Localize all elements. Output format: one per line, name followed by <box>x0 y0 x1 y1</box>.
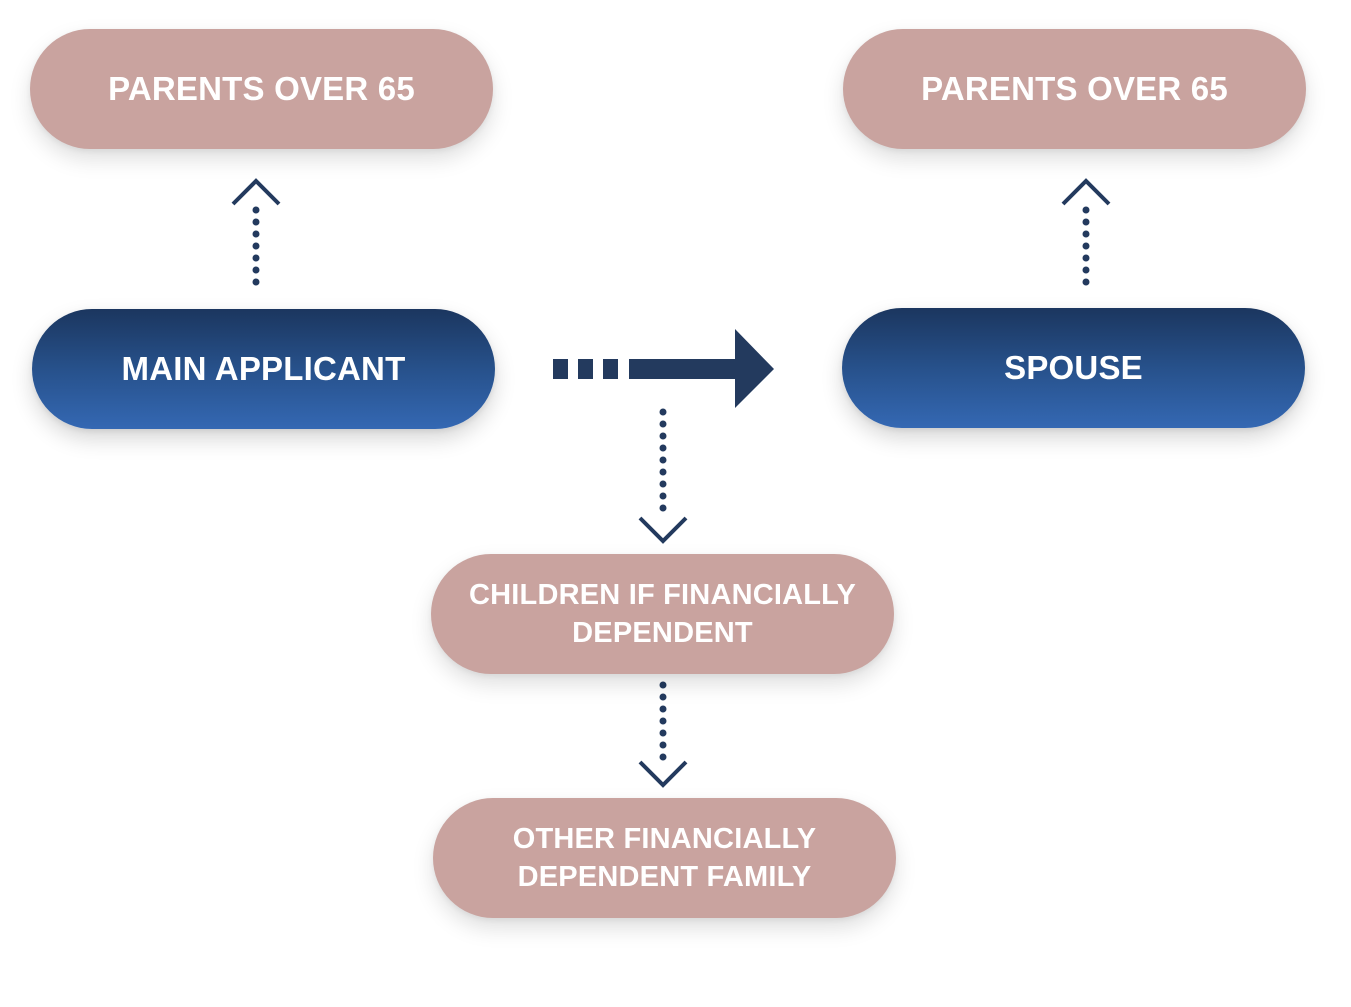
node-main-applicant: MAIN APPLICANT <box>32 309 495 429</box>
connector-spouse-to-parents-right <box>1061 178 1111 286</box>
connector-main-to-spouse <box>553 329 774 408</box>
connector-main-to-children <box>638 408 688 544</box>
node-label: PARENTS OVER 65 <box>108 70 415 107</box>
arrow-right-icon <box>735 329 774 408</box>
node-label-line2: DEPENDENT FAMILY <box>517 861 812 893</box>
connector-children-to-other-family <box>638 681 688 788</box>
node-label-line2: DEPENDENT <box>572 617 753 649</box>
arrowhead-down-icon <box>638 516 688 544</box>
arrowhead-down-icon <box>638 760 688 788</box>
node-label-line1: CHILDREN IF FINANCIALLY <box>469 579 856 611</box>
node-other-family: OTHER FINANCIALLY DEPENDENT FAMILY <box>433 798 896 918</box>
node-label: PARENTS OVER 65 <box>921 70 1228 107</box>
node-parents-left: PARENTS OVER 65 <box>30 29 493 149</box>
arrowhead-up-icon <box>231 178 281 206</box>
node-parents-right: PARENTS OVER 65 <box>843 29 1306 149</box>
node-label: MAIN APPLICANT <box>121 350 406 387</box>
node-spouse: SPOUSE <box>842 308 1305 428</box>
node-label-line1: OTHER FINANCIALLY <box>512 823 817 855</box>
node-children: CHILDREN IF FINANCIALLY DEPENDENT <box>431 554 894 674</box>
arrowhead-up-icon <box>1061 178 1111 206</box>
node-label: SPOUSE <box>1004 349 1143 386</box>
connector-main-to-parents-left <box>231 178 281 286</box>
